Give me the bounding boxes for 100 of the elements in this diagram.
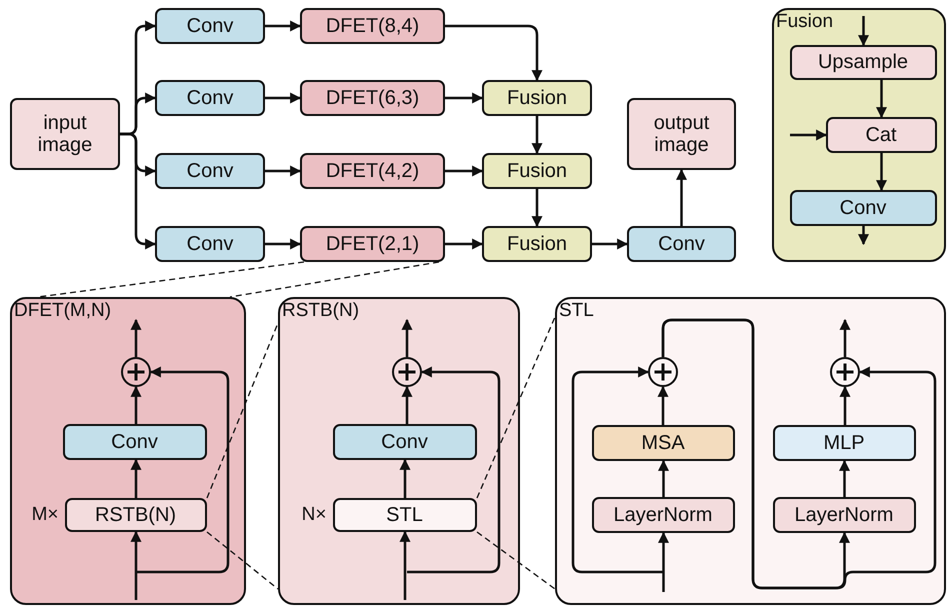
box-label: Fusion bbox=[506, 87, 568, 109]
arrow bbox=[662, 318, 936, 590]
process-box bbox=[790, 190, 936, 226]
box-label: DFET(8,4) bbox=[324, 15, 420, 37]
arrow bbox=[658, 532, 669, 592]
panel-title: DFET(M,N) bbox=[14, 300, 112, 322]
arrow bbox=[445, 166, 484, 176]
process-box bbox=[627, 226, 736, 262]
detail-panel bbox=[772, 8, 946, 262]
process-box bbox=[482, 80, 592, 116]
box-label: Conv bbox=[186, 160, 234, 182]
arrow bbox=[265, 166, 302, 176]
box-label: Cat bbox=[864, 124, 898, 146]
sum-circle bbox=[830, 356, 860, 386]
box-label: MSA bbox=[640, 432, 686, 454]
box-label: DFET(6,3) bbox=[324, 87, 420, 109]
repeat-count: M× bbox=[30, 504, 58, 526]
panel-title: Fusion bbox=[776, 11, 834, 33]
arrow bbox=[130, 386, 142, 424]
box-label: DFET(2,1) bbox=[324, 233, 420, 255]
arrow bbox=[840, 386, 850, 425]
process-box bbox=[300, 226, 445, 262]
arrow bbox=[592, 238, 628, 250]
arrow bbox=[445, 24, 542, 82]
process-box bbox=[300, 80, 445, 116]
arrow bbox=[265, 92, 302, 104]
arrow bbox=[445, 238, 484, 250]
process-box bbox=[155, 153, 265, 189]
arrow bbox=[858, 16, 869, 46]
arrow bbox=[658, 386, 668, 425]
box-label: input image bbox=[36, 112, 94, 156]
process-box bbox=[592, 424, 734, 460]
box-label: Conv bbox=[657, 233, 706, 255]
arrow bbox=[130, 530, 142, 600]
process-box bbox=[64, 498, 206, 532]
detail-panel bbox=[278, 297, 520, 605]
arrow bbox=[130, 318, 142, 357]
process-box bbox=[155, 226, 265, 262]
box-label: Conv bbox=[838, 196, 888, 218]
repeat-count: N× bbox=[300, 504, 326, 526]
arrow bbox=[839, 460, 850, 497]
zoom-leader-line bbox=[38, 261, 304, 298]
arrow bbox=[676, 168, 687, 226]
zoom-leader-line bbox=[230, 261, 440, 298]
box-label: DFET(4,2) bbox=[324, 160, 420, 182]
zoom-leader-line bbox=[476, 531, 556, 590]
box-label: Conv bbox=[110, 430, 159, 452]
arrow bbox=[532, 116, 542, 154]
arrow bbox=[402, 386, 412, 424]
box-label: LayerNorm bbox=[612, 504, 714, 526]
sum-circle bbox=[120, 356, 150, 386]
arrow bbox=[572, 366, 663, 574]
box-label: Conv bbox=[186, 87, 234, 109]
arrow bbox=[445, 92, 484, 104]
box-label: Upsample bbox=[816, 51, 910, 73]
process-box bbox=[482, 153, 592, 189]
process-box bbox=[332, 424, 476, 460]
process-box bbox=[826, 116, 936, 152]
arrow bbox=[790, 130, 828, 140]
process-box bbox=[62, 424, 206, 460]
arrow bbox=[658, 460, 669, 497]
arrow bbox=[876, 153, 887, 192]
arrow bbox=[876, 80, 887, 118]
box-label: Conv bbox=[380, 430, 429, 452]
box-label: Fusion bbox=[506, 160, 568, 182]
process-box bbox=[155, 80, 265, 116]
arrow bbox=[136, 366, 230, 574]
arrow bbox=[400, 530, 410, 600]
arrow bbox=[402, 318, 412, 357]
box-label: Conv bbox=[186, 233, 234, 255]
arrow bbox=[265, 238, 302, 250]
process-box bbox=[627, 98, 736, 170]
panel-title: RSTB(N) bbox=[282, 300, 360, 322]
arrow bbox=[400, 458, 410, 498]
arrow bbox=[407, 366, 500, 574]
panel-title: STL bbox=[559, 300, 594, 322]
process-box bbox=[772, 424, 916, 460]
process-box bbox=[155, 8, 265, 44]
sum-circle bbox=[648, 356, 678, 386]
arrow bbox=[120, 132, 156, 250]
box-label: MLP bbox=[822, 432, 866, 454]
process-box bbox=[592, 496, 734, 532]
arrow bbox=[265, 20, 302, 32]
detail-panel bbox=[555, 297, 946, 605]
process-box bbox=[482, 226, 592, 262]
process-box bbox=[10, 98, 120, 170]
sum-circle bbox=[392, 356, 422, 386]
box-label: Conv bbox=[186, 15, 234, 37]
zoom-leader-line bbox=[206, 532, 278, 590]
process-box bbox=[772, 496, 916, 532]
process-box bbox=[790, 44, 936, 80]
process-box bbox=[332, 498, 476, 532]
arrow bbox=[130, 458, 142, 498]
zoom-leader-line bbox=[206, 322, 279, 498]
box-label: output image bbox=[652, 112, 710, 156]
arrow bbox=[858, 226, 869, 246]
box-label: Fusion bbox=[506, 233, 568, 255]
zoom-leader-line bbox=[476, 316, 556, 498]
box-label: LayerNorm bbox=[794, 504, 894, 526]
detail-panel bbox=[10, 297, 246, 605]
